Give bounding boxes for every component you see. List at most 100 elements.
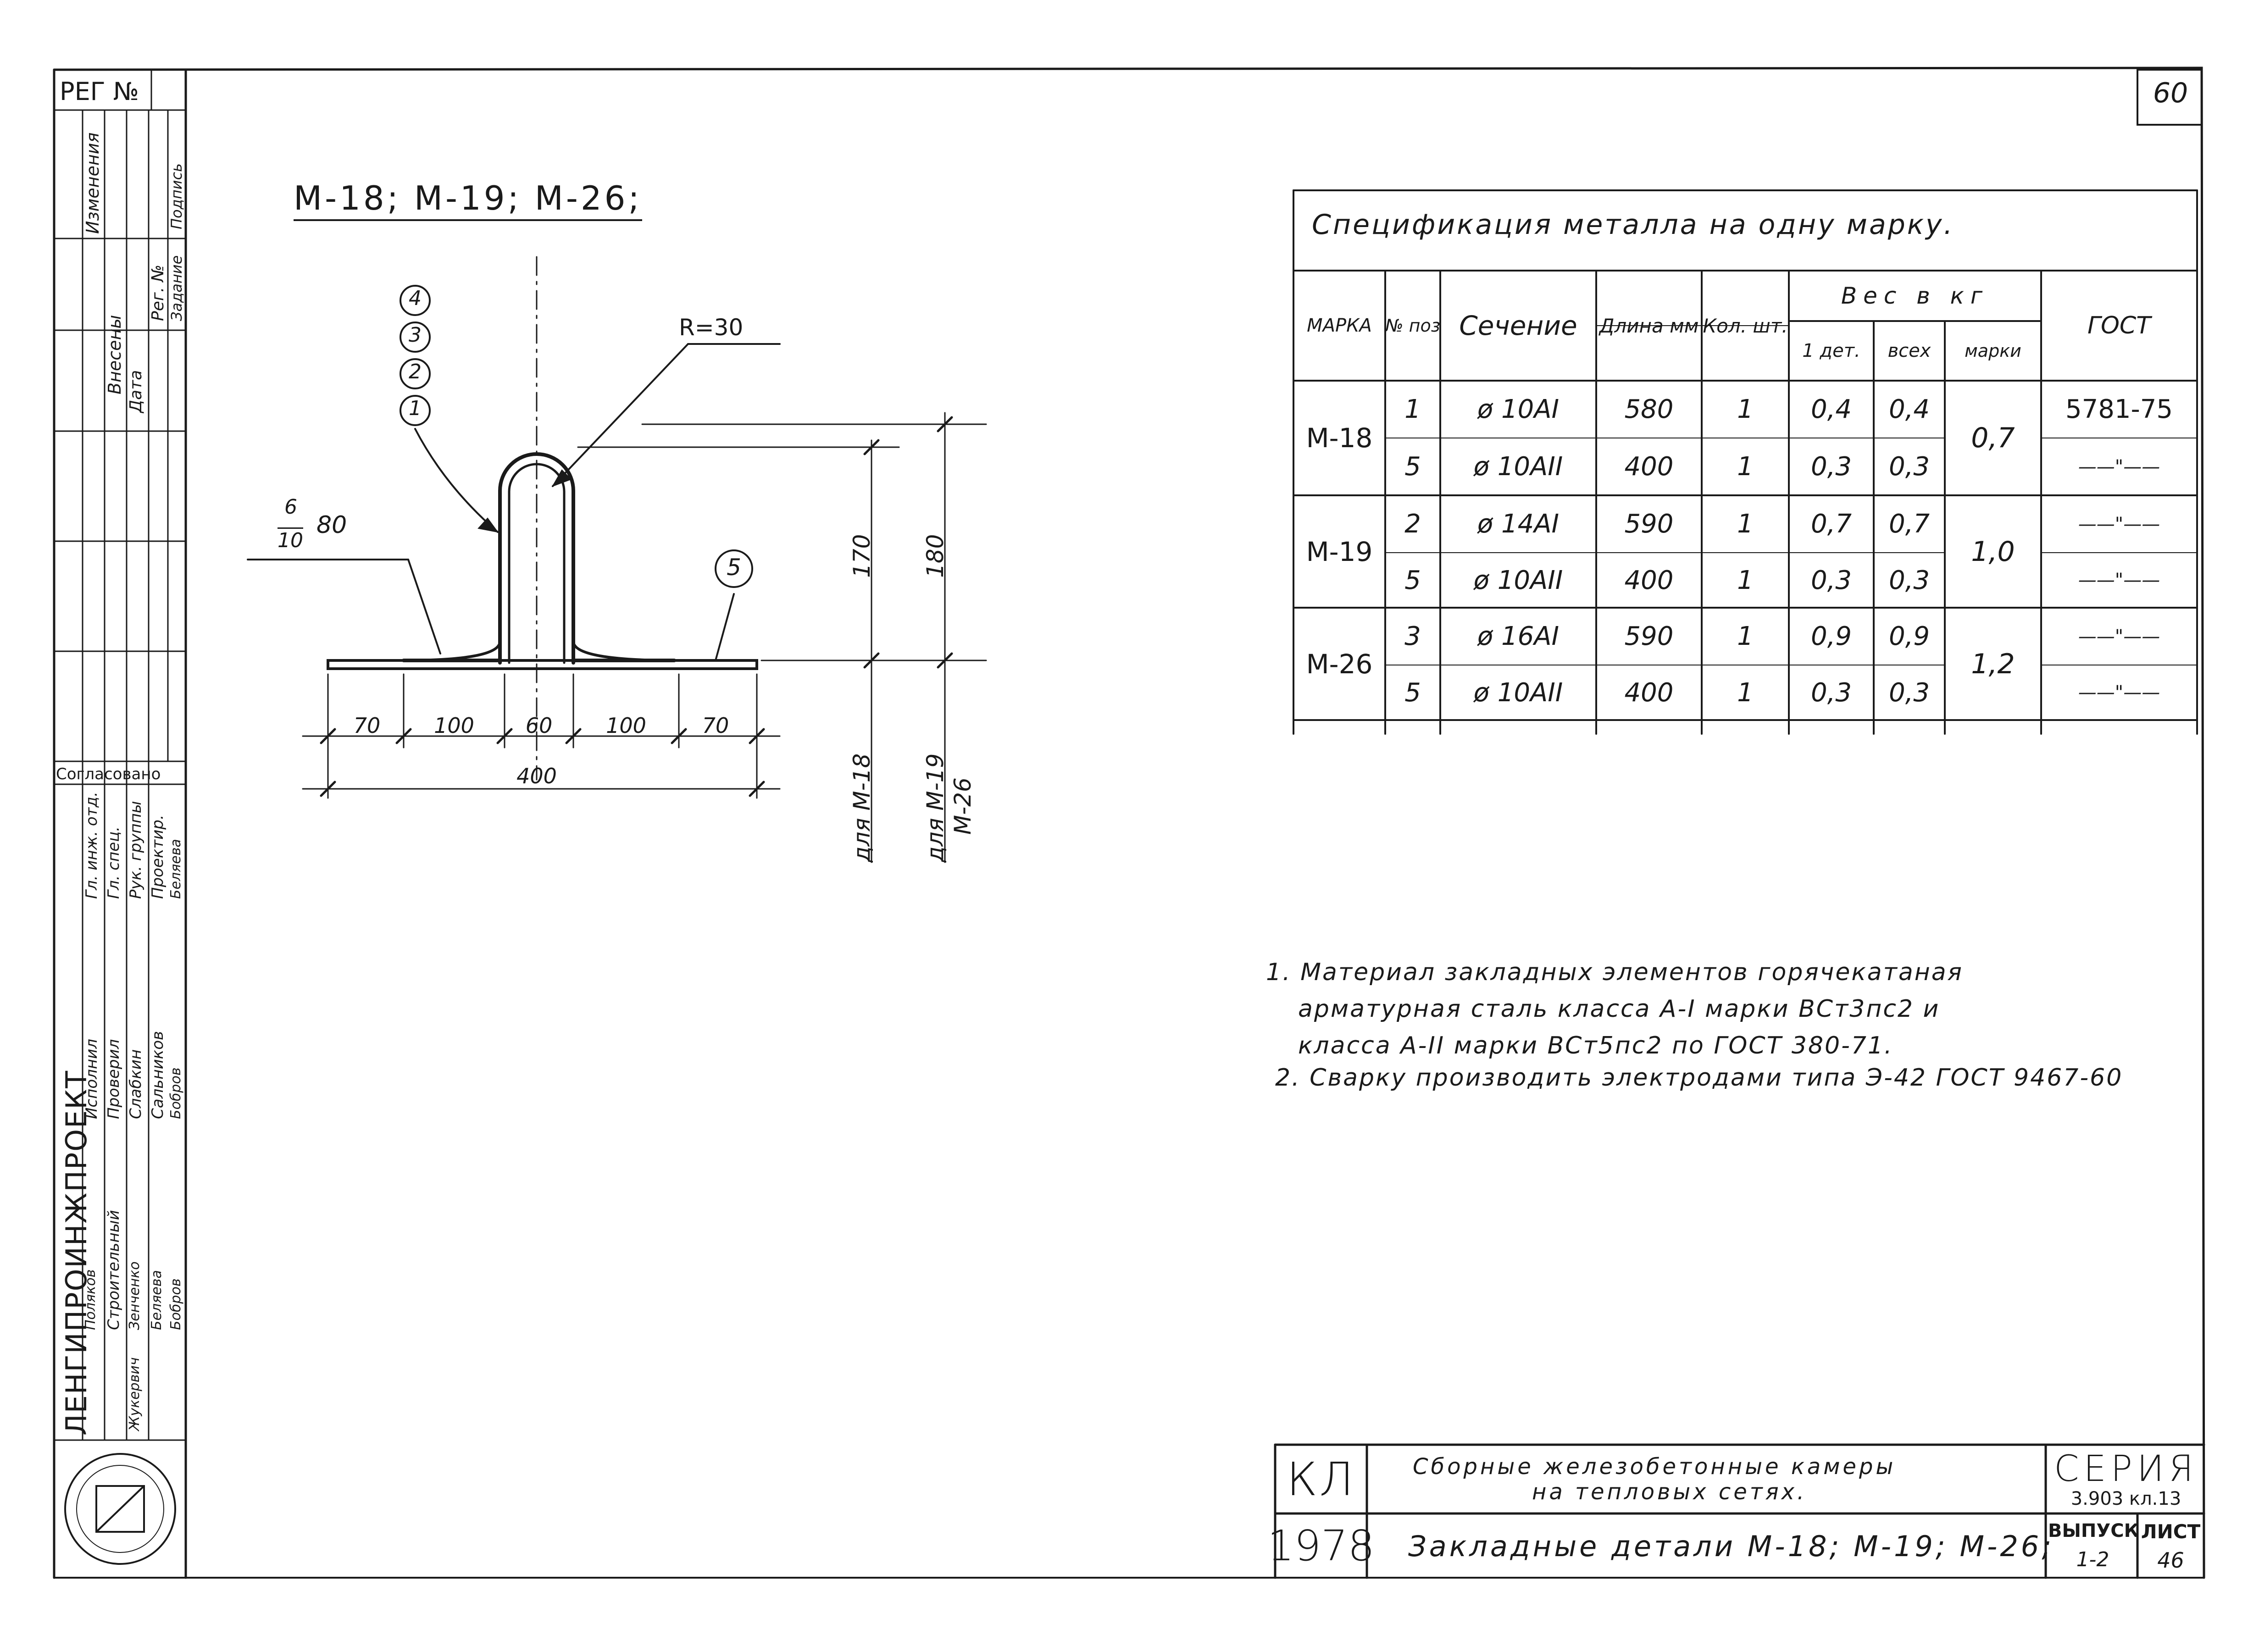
marker-4: 4	[409, 287, 422, 310]
weight-mark-m18: 0,7	[1971, 422, 2015, 454]
row-5-qty: 1	[1737, 621, 1754, 651]
row-1-length: 580	[1624, 394, 1674, 424]
header-qty: Кол. шт.	[1703, 314, 1788, 337]
row-4-w-one: 0,3	[1810, 565, 1852, 595]
weld-top: 6	[284, 495, 297, 519]
header-section: Сечение	[1459, 310, 1577, 341]
marker-5: 5	[727, 554, 741, 581]
header-pos: № поз	[1385, 316, 1440, 336]
note-line-3: класса А-II марки ВСт5пс2 по ГОСТ 380-71…	[1298, 1032, 1893, 1059]
header-weight-one: 1 дет.	[1802, 340, 1860, 361]
spec-table-title: Спецификация металла на одну марку.	[1312, 209, 1954, 241]
org-person-3: Поляков	[83, 1269, 99, 1330]
weight-mark-m19: 1,0	[1971, 535, 2015, 568]
row-2-pos: 5	[1404, 452, 1421, 482]
sheet-value: 46	[2157, 1548, 2184, 1573]
title-block-grid	[1274, 1443, 2205, 1579]
org-stamp-circle	[64, 1453, 176, 1565]
detail-title: М-18; М-19; М-26;	[294, 179, 642, 221]
strip-column-reg: Рег. №	[149, 264, 167, 321]
role-4: Проектир.	[149, 815, 167, 899]
header-gost: ГОСТ	[2087, 312, 2151, 339]
sheet-number: 60	[2153, 77, 2188, 109]
role-3: Рук. группы	[127, 801, 145, 899]
row-2-gost: ——"——	[2078, 456, 2160, 477]
row-2-section: ø 10АII	[1473, 452, 1563, 482]
row-4-gost: ——"——	[2078, 570, 2160, 591]
dim-170: 170	[849, 534, 875, 578]
row-2-length: 400	[1624, 452, 1674, 482]
row-3-qty: 1	[1737, 509, 1754, 539]
row-3-w-one: 0,7	[1810, 509, 1852, 539]
dim-70-left: 70	[353, 713, 381, 738]
title-year: 1978	[1267, 1521, 1375, 1570]
strip-column-sign: Подпись	[168, 163, 185, 229]
issue-value: 1-2	[2076, 1548, 2109, 1571]
row-5-pos: 3	[1404, 621, 1421, 651]
row-6-length: 400	[1624, 677, 1674, 708]
row-5-length: 590	[1624, 621, 1674, 651]
row-1-w-one: 0,4	[1810, 394, 1852, 424]
strip-column-changes: Изменения	[83, 132, 103, 234]
row-4-pos: 5	[1404, 565, 1421, 595]
marker-2-circle	[400, 358, 431, 389]
row-6-qty: 1	[1737, 677, 1754, 708]
row-5-w-one: 0,9	[1810, 621, 1852, 651]
dim-180: 180	[922, 534, 949, 578]
row-1-w-all: 0,4	[1888, 394, 1930, 424]
marker-3: 3	[409, 323, 422, 347]
marker-1: 1	[409, 397, 422, 420]
signer-1: Слабкин	[127, 1049, 145, 1119]
label-for-m18: для М-18	[849, 753, 875, 862]
marker-1-circle	[400, 395, 431, 426]
agreed-label: Согласовано	[56, 765, 161, 783]
strip-column-date: Дата	[127, 370, 145, 413]
row-3-pos: 2	[1404, 509, 1421, 539]
signer-6: Беляева	[149, 1270, 165, 1330]
issue-label: ВЫПУСК	[2048, 1520, 2139, 1541]
dim-100-right: 100	[606, 713, 646, 738]
dim-100-left: 100	[434, 713, 474, 738]
mark-m18: М-18	[1306, 422, 1373, 454]
signer-3: Беляева	[168, 839, 184, 899]
row-3-section: ø 14АI	[1477, 509, 1560, 539]
header-length: Длина мм	[1599, 314, 1699, 337]
note-line-1: 1. Материал закладных элементов горячека…	[1266, 959, 1963, 986]
note-line-4: 2. Сварку производить электродами типа Э…	[1275, 1064, 2123, 1092]
strip-column-task: Задание	[168, 255, 185, 321]
dim-70-right: 70	[702, 713, 729, 738]
row-3-gost: ——"——	[2078, 513, 2160, 535]
row-6-gost: ——"——	[2078, 682, 2160, 703]
org-name: ЛЕНГИПРОИНЖПРОЕКТ	[60, 1070, 93, 1436]
anchor-plate	[327, 659, 758, 670]
marker-4-circle	[400, 285, 431, 316]
marker-3-circle	[400, 322, 431, 353]
radius-label: R=30	[679, 314, 744, 341]
row-4-qty: 1	[1737, 565, 1754, 595]
row-5-gost: ——"——	[2078, 626, 2160, 647]
org-person-1: Зенченко	[127, 1261, 143, 1330]
strip-column-entered: Внесены	[105, 315, 125, 394]
org-person-2: Жукервич	[127, 1357, 143, 1431]
mark-m19: М-19	[1306, 536, 1373, 567]
row-6-pos: 5	[1404, 677, 1421, 708]
weld-length: 80	[316, 511, 347, 539]
row-5-w-all: 0,9	[1888, 621, 1930, 651]
series-label: СЕРИЯ	[2054, 1448, 2198, 1490]
signer-4: Бобров	[168, 1067, 184, 1119]
role-6: Проверил	[105, 1039, 123, 1119]
title-line-2: на тепловых сетях.	[1532, 1479, 1807, 1505]
weight-mark-m26: 1,2	[1971, 648, 2015, 680]
note-line-2: арматурная сталь класса А-I марки ВСт3пс…	[1298, 995, 1940, 1023]
weld-bottom: 10	[278, 527, 303, 552]
header-weight-all: всех	[1887, 340, 1931, 361]
reg-label: РЕГ №	[60, 77, 139, 106]
label-m26: М-26	[949, 777, 976, 835]
dim-total-400: 400	[516, 764, 557, 788]
dim-60: 60	[525, 713, 553, 738]
role-2: Гл. спец.	[105, 826, 123, 899]
header-weight-mark: марки	[1965, 341, 2021, 361]
row-3-length: 590	[1624, 509, 1674, 539]
